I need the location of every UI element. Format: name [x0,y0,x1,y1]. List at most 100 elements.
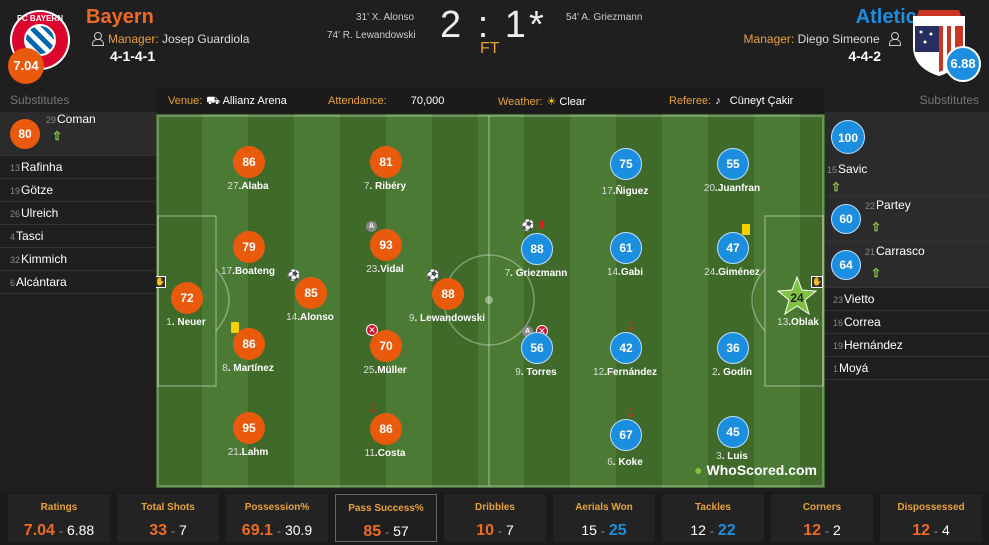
home-formation: 4-1-4-1 [110,48,156,64]
stat-label: Dispossessed [897,502,965,513]
home-team-rating: 7.04 [8,48,44,84]
away-sub-row[interactable]: 64 21Carrasco ⇧ [825,242,989,288]
home-player[interactable]: 95 21.Lahm [203,412,293,472]
home-player[interactable]: 86 8. Martínez [203,322,293,388]
manager-icon [889,32,901,46]
stat-separator: - [600,524,605,538]
stat-separator: - [709,524,714,538]
stat-label: Dribbles [474,502,515,513]
home-goal-event: 31' X. Alonso [356,12,415,23]
weather-info: Weather:☀ Clear [498,96,586,108]
stat-label: Possession% [244,502,310,513]
goalkeeper-glove-icon: ✋ [811,276,823,288]
stat-label: Corners [802,502,842,513]
stat-tab-pass-success[interactable]: Pass Success%85-57 [335,494,437,542]
away-player[interactable]: ⚽ ⇩ 88 7. Griezmann [504,220,568,280]
stat-away-value: 4 [942,522,950,538]
stat-values: 12-22 [662,522,764,540]
sun-icon: ☀ [546,96,557,108]
whoscored-logo: ● WhoScored.com [694,462,817,478]
stat-separator: - [58,524,63,538]
stat-values: 15-25 [553,522,655,540]
away-player[interactable]: 55 20.Juanfran [687,148,777,208]
home-player[interactable]: ⚽ 88 9. Lewandowski [408,270,486,325]
home-team-name[interactable]: Bayern [86,6,154,28]
away-sub-row[interactable]: 16Correa [825,311,989,334]
stadium-icon: ⛟ [206,95,221,107]
stat-tab-possession[interactable]: Possession%69.1-30.9 [226,494,328,542]
stat-separator: - [385,525,390,539]
home-sub-row[interactable]: 19Götze [0,179,156,202]
stat-tab-tackles[interactable]: Tackles 12-22 [662,494,764,542]
home-player[interactable]: 86 27.Alaba [203,146,293,206]
away-player[interactable]: ⇩ 67 6. Koke [607,408,643,469]
stat-values: 33-7 [117,522,219,540]
pitch-lineup: ✋ 72 1. Neuer 86 27.Alaba 79 17.Boateng … [156,114,825,488]
away-sub-row[interactable]: 23Vietto [825,288,989,311]
attendance-info: Attendance:70,000 [328,95,445,107]
away-substitutes-panel: Substitutes 100 15Savic ⇧ 60 22Partey ⇧ … [825,88,989,488]
away-formation: 4-4-2 [848,48,881,64]
away-player[interactable]: 61 14.Gabi [580,232,670,292]
goal-ball-icon: ⚽ [426,270,440,282]
home-player[interactable]: ✋ 72 1. Neuer [156,276,206,328]
away-team-name[interactable]: Atletico [855,6,929,28]
goalkeeper-glove-icon: ✋ [156,276,166,288]
stat-separator: - [171,524,175,538]
away-sub-row[interactable]: 1Moyá [825,357,989,380]
stat-label: Tackles [695,502,731,513]
stat-home-value: 15 [581,522,597,538]
home-sub-row[interactable]: 32Kimmich [0,248,156,271]
home-sub-row[interactable]: 80 29Coman ⇧ [0,112,156,156]
away-player[interactable]: 36 2. Godín [687,332,777,392]
goal-ball-icon: ⚽ [521,220,535,232]
home-player[interactable]: 81 7. Ribéry [340,146,430,206]
pitch-markings [157,115,824,487]
home-player[interactable]: 79 17.Boateng [203,231,293,291]
home-manager: Manager: Josep Guardiola [92,32,249,46]
captain-badge-icon: A [522,326,533,337]
away-sub-row[interactable]: 60 22Partey ⇧ [825,196,989,242]
stat-away-value: 7 [506,522,514,538]
home-player[interactable]: ✕ 70 25.Müller [363,324,407,376]
away-player[interactable]: 47 24.Giménez [687,224,777,292]
stat-separator: - [276,524,281,538]
venue-info: Venue:⛟ Allianz Arena [168,95,287,107]
sub-off-arrow-icon: ⇩ [537,220,547,232]
stat-home-value: 12 [803,522,821,539]
stat-tab-total-shots[interactable]: Total Shots 33-7 [117,494,219,542]
away-player[interactable]: 75 17.Ñiguez [580,148,670,208]
away-sub-row[interactable]: 19Hernández [825,334,989,357]
sub-rating: 64 [831,250,861,280]
stat-away-value: 25 [608,522,627,539]
stat-label: Total Shots [141,502,195,513]
home-player[interactable]: ⚽ 85 14.Alonso [286,270,334,324]
home-player[interactable]: ⇩ 86 11.Costa [364,403,406,460]
home-player[interactable]: A 93 23.Vidal [366,221,404,275]
sub-rating: 100 [831,120,865,154]
home-sub-row[interactable]: 4Tasci [0,225,156,248]
sub-rating: 60 [831,204,861,234]
captain-badge-icon: A [366,221,377,232]
stat-values: 7.04-6.88 [8,522,110,540]
home-sub-row[interactable]: 26Ulreich [0,202,156,225]
home-sub-row[interactable]: 6Alcántara [0,271,156,294]
away-goal-event: 54' A. Griezmann [566,12,643,23]
yellow-card-icon [742,224,750,235]
away-player[interactable]: ⇩ 42 12.Fernández [593,321,657,379]
yellow-card-icon [231,322,239,333]
away-player[interactable]: ✋ 24 13.Oblak [777,276,823,328]
home-sub-row[interactable]: 13Rafinha [0,156,156,179]
away-player[interactable]: 45 3. Luis [687,416,777,476]
away-sub-row[interactable]: 100 15Savic ⇧ [825,112,989,196]
substitutes-title: Substitutes [10,93,70,107]
away-player[interactable]: A ✕ 56 9. Torres [515,325,557,378]
stat-separator: - [934,524,938,538]
goal-ball-icon: ⚽ [287,270,301,282]
